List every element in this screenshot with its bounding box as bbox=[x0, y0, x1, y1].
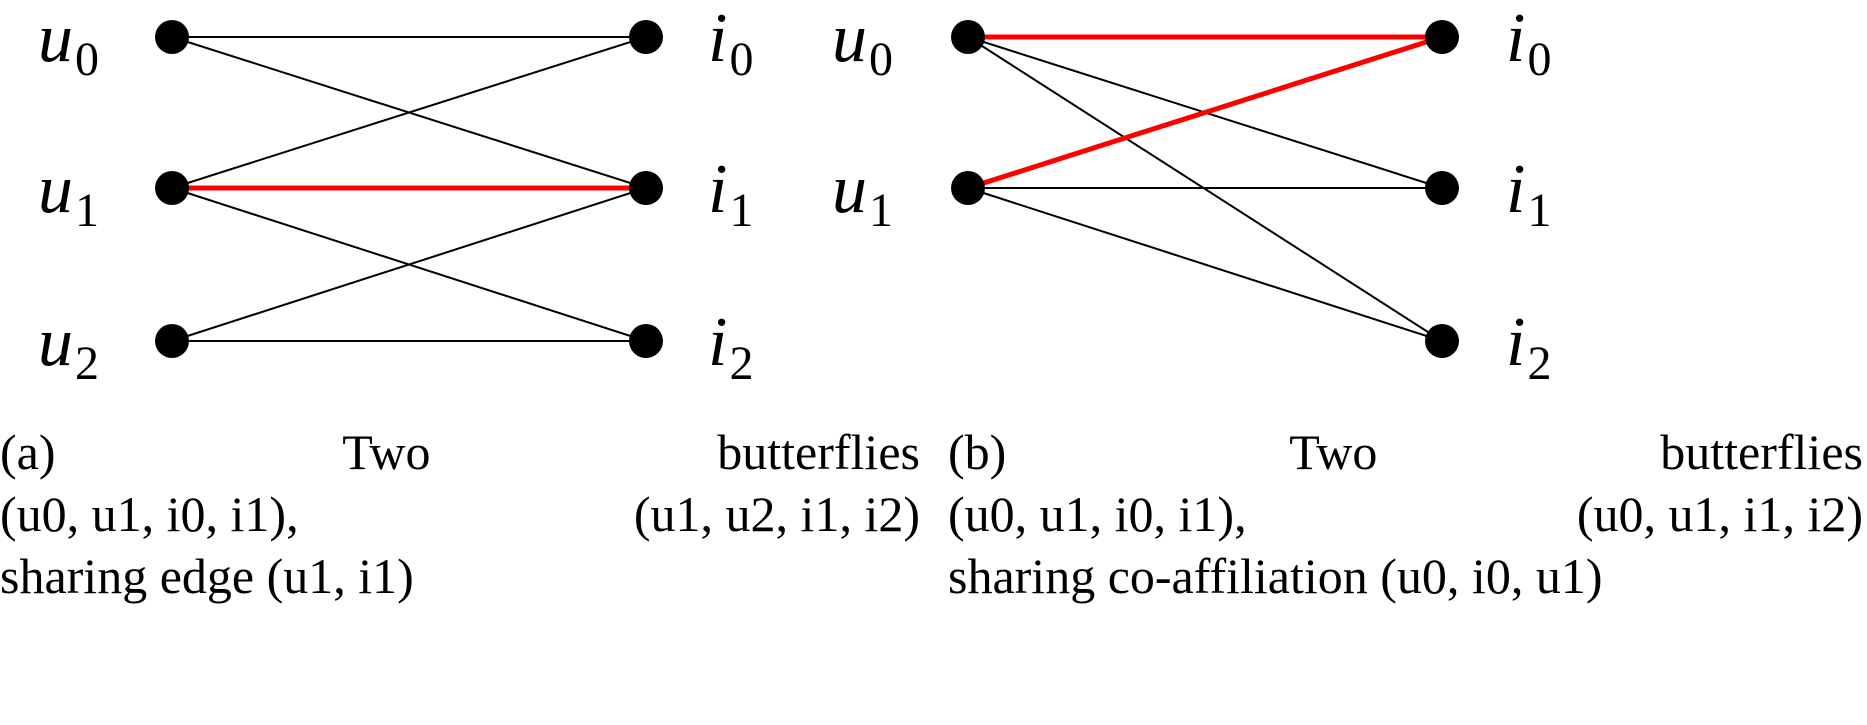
caption-b-label: (b) bbox=[948, 424, 1007, 480]
item-label-i1: i1 bbox=[1506, 151, 1551, 237]
graph-panel-a: u0 u1 u2 i0 i1 i2 bbox=[38, 0, 753, 390]
user-node-u0 bbox=[155, 20, 189, 54]
caption-a-line1: (a) Two butterflies bbox=[0, 422, 920, 483]
item-node-i2 bbox=[1425, 324, 1459, 358]
item-node-i2 bbox=[629, 324, 663, 358]
caption-b-sharing: sharing co-affiliation bbox=[948, 548, 1368, 604]
caption-b-line1: (b) Two butterflies bbox=[948, 422, 1863, 483]
edge-u1-i2 bbox=[967, 187, 1443, 342]
caption-a-word2: butterflies bbox=[717, 424, 920, 480]
item-label-i1: i1 bbox=[708, 151, 753, 237]
caption-a-label: (a) bbox=[0, 424, 56, 480]
user-label-u1: u1 bbox=[832, 151, 893, 237]
user-label-u1: u1 bbox=[38, 151, 99, 237]
caption-a-tuple1: (u0, u1, i0, i1), bbox=[0, 486, 299, 542]
caption-b-tuple2: (u0, u1, i1, i2) bbox=[1576, 486, 1863, 542]
caption-b-word1: Two bbox=[1289, 424, 1378, 480]
caption-b-word2: butterflies bbox=[1660, 424, 1863, 480]
item-node-i0 bbox=[629, 20, 663, 54]
caption-a-word1: Two bbox=[342, 424, 431, 480]
user-label-u2: u2 bbox=[38, 304, 99, 390]
user-label-u0: u0 bbox=[832, 0, 893, 86]
item-node-i1 bbox=[629, 171, 663, 205]
caption-b-tuple1: (u0, u1, i0, i1), bbox=[948, 486, 1247, 542]
graph-panel-b: u0 u1 i0 i1 i2 bbox=[832, 0, 1551, 390]
caption-a: (a) Two butterflies (u0, u1, i0, i1), (u… bbox=[0, 422, 920, 612]
user-node-u2 bbox=[155, 324, 189, 358]
item-label-i2: i2 bbox=[1506, 304, 1551, 390]
user-label-u0: u0 bbox=[38, 0, 99, 86]
item-node-i1 bbox=[1425, 171, 1459, 205]
item-label-i0: i0 bbox=[1506, 0, 1551, 86]
user-node-u0 bbox=[951, 20, 985, 54]
caption-a-tuple2: (u1, u2, i1, i2) bbox=[633, 486, 920, 542]
item-label-i2: i2 bbox=[708, 304, 753, 390]
caption-a-sharing: sharing edge bbox=[0, 548, 255, 604]
user-node-u1 bbox=[951, 171, 985, 205]
caption-b-line3: sharing co-affiliation (u0, i0, u1) bbox=[948, 546, 1602, 607]
edge-u1-i0-highlighted bbox=[967, 34, 1443, 191]
edge-u1-i0 bbox=[171, 36, 647, 189]
caption-a-line3: sharing edge (u1, i1) bbox=[0, 546, 414, 607]
caption-b-line2: (u0, u1, i0, i1), (u0, u1, i1, i2) bbox=[948, 484, 1863, 545]
caption-b-shared: (u0, i0, u1) bbox=[1380, 548, 1603, 604]
caption-a-line2: (u0, u1, i0, i1), (u1, u2, i1, i2) bbox=[0, 484, 920, 545]
edge-u2-i1 bbox=[171, 187, 647, 342]
item-label-i0: i0 bbox=[708, 0, 753, 86]
user-node-u1 bbox=[155, 171, 189, 205]
caption-a-shared: (u1, i1) bbox=[266, 548, 414, 604]
item-node-i0 bbox=[1425, 20, 1459, 54]
caption-b: (b) Two butterflies (u0, u1, i0, i1), (u… bbox=[948, 422, 1863, 612]
